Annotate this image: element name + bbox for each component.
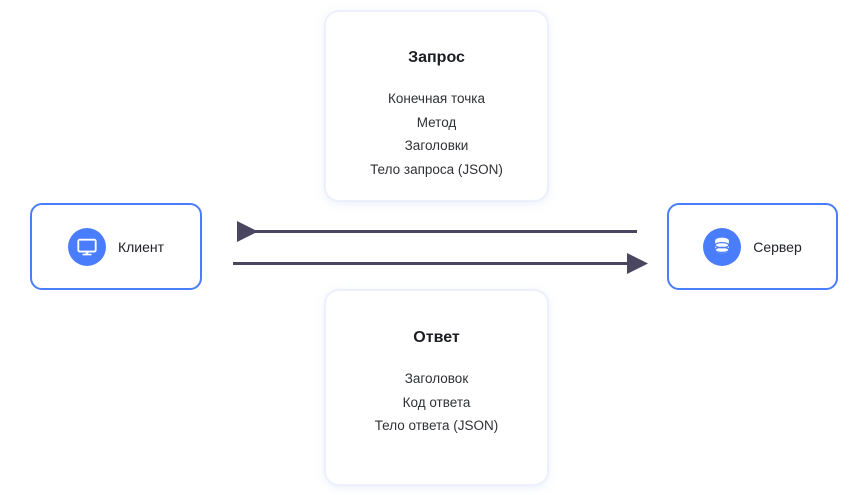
request-card-item: Заголовки bbox=[404, 138, 469, 153]
response-card: Ответ Заголовок Код ответа Тело ответа (… bbox=[325, 290, 548, 485]
request-card-title: Запрос bbox=[408, 49, 465, 66]
request-card-item: Конечная точка bbox=[388, 91, 485, 106]
response-card-item-list: Заголовок Код ответа Тело ответа (JSON) bbox=[326, 367, 547, 438]
request-card: Запрос Конечная точка Метод Заголовки Те… bbox=[325, 11, 548, 201]
server-node-label: Сервер bbox=[753, 238, 802, 255]
response-card-title: Ответ bbox=[413, 329, 460, 346]
request-card-item: Метод bbox=[416, 114, 457, 130]
request-card-item-list: Конечная точка Метод Заголовки Тело запр… bbox=[326, 87, 547, 181]
database-icon bbox=[703, 227, 742, 266]
response-card-item: Тело ответа (JSON) bbox=[374, 418, 499, 433]
response-card-item: Заголовок bbox=[404, 371, 469, 386]
client-node: Клиент bbox=[30, 203, 202, 290]
client-node-label: Клиент bbox=[117, 238, 165, 255]
monitor-icon bbox=[67, 227, 106, 266]
response-card-item: Код ответа bbox=[402, 394, 471, 410]
request-card-item: Тело запроса (JSON) bbox=[370, 161, 503, 177]
server-node: Сервер bbox=[667, 203, 838, 290]
